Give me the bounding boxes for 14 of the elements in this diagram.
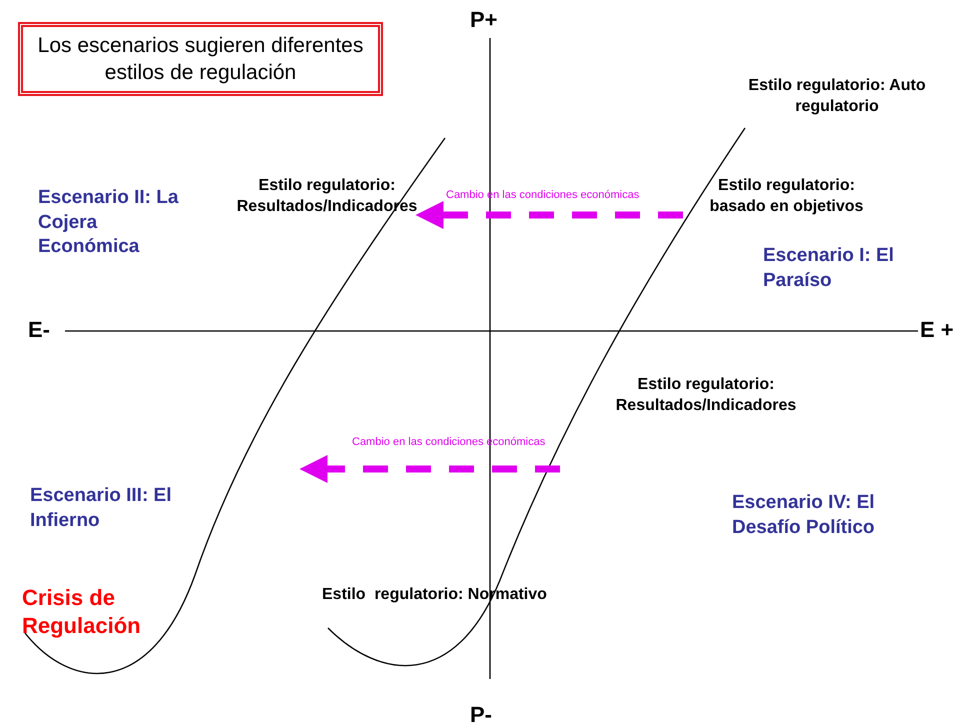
- scenario-label: Escenario I: El Paraíso: [763, 244, 895, 293]
- regulatory-style-label: Estilo regulatorio: Resultados/Indicadores: [614, 375, 798, 416]
- scenario-label: Escenario II: La Cojera Económica: [38, 186, 180, 260]
- title-text: Los escenarios sugieren diferentes estilos de regulación: [36, 33, 364, 86]
- scenario-label: Escenario IV: El Desafío Político: [732, 491, 876, 540]
- title-box: [18, 22, 383, 96]
- axis-label: E +: [920, 317, 954, 342]
- crisis-label: Crisis de Regulación: [22, 584, 142, 639]
- axis-label: E-: [28, 317, 50, 342]
- regulatory-style-label: Estilo regulatorio: basado en objetivos: [708, 176, 864, 218]
- regulatory-style-label: Estilo regulatorio: Auto regulatorio: [747, 76, 927, 118]
- axis-label: P-: [470, 702, 492, 725]
- scenario-label: Escenario III: El Infierno: [30, 484, 172, 533]
- axis-label: P+: [470, 7, 498, 32]
